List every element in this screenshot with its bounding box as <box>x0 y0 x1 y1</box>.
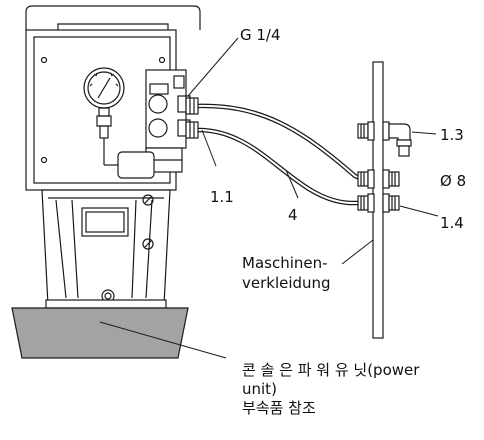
console-note-line2: unit) <box>242 380 277 398</box>
pressure-gauge-icon <box>83 67 125 150</box>
leader-lines <box>99 37 439 359</box>
label-machine-panel-2: verkleidung <box>242 274 331 292</box>
fitting-block-lower <box>185 121 199 139</box>
hose-lower <box>195 127 360 206</box>
label-machine-panel-1: Maschinen- <box>242 254 328 272</box>
console-support <box>11 307 189 359</box>
bulkhead-fitting-upper <box>357 169 400 189</box>
fitting-block-upper <box>185 97 199 115</box>
label-thread-size: G 1/4 <box>240 26 281 44</box>
console-note-line1: 콘 솔 은 파 워 유 닛(power <box>242 361 420 379</box>
console-note-line3: 부속품 참조 <box>242 399 316 417</box>
label-item-1-1: 1.1 <box>210 188 234 206</box>
label-diameter: Ø 8 <box>440 172 467 190</box>
console-note: 콘 솔 은 파 워 유 닛(power unit) 부속품 참조 <box>242 361 482 418</box>
label-item-1-3: 1.3 <box>440 126 464 144</box>
label-item-4: 4 <box>288 206 298 224</box>
label-item-1-4: 1.4 <box>440 214 464 232</box>
hose-upper <box>195 103 361 181</box>
oil-tank <box>41 189 171 309</box>
bulkhead-fitting-lower <box>357 193 400 213</box>
carrying-handle <box>25 5 201 30</box>
solenoid-housing <box>103 150 155 179</box>
elbow-fitting <box>357 121 412 157</box>
